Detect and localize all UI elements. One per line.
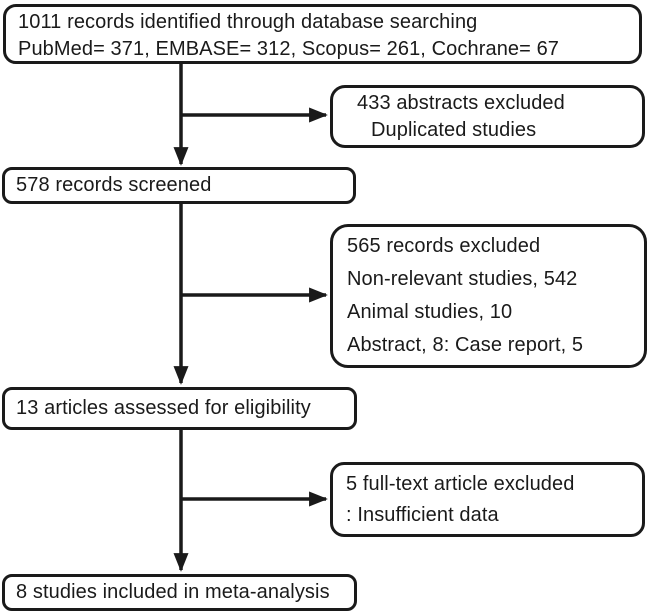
- box-records-identified: 1011 records identified through database…: [3, 4, 642, 64]
- non-relevant-studies-text: Non-relevant studies, 542: [347, 268, 578, 290]
- box-studies-included: 8 studies included in meta-analysis: [2, 574, 357, 611]
- fulltext-excluded-text: 5 full-text article excluded: [346, 473, 575, 495]
- articles-assessed-text: 13 articles assessed for eligibility: [16, 397, 311, 419]
- box-articles-assessed: 13 articles assessed for eligibility: [2, 387, 357, 430]
- box-fulltext-excluded: 5 full-text article excluded : Insuffici…: [330, 462, 645, 537]
- duplicated-studies-text: Duplicated studies: [371, 119, 537, 141]
- records-excluded-text: 565 records excluded: [347, 235, 541, 257]
- records-screened-text: 578 records screened: [16, 174, 212, 196]
- box-abstracts-excluded: 433 abstracts excluded Duplicated studie…: [330, 85, 645, 148]
- animal-studies-text: Animal studies, 10: [347, 301, 513, 323]
- insufficient-data-text: : Insufficient data: [346, 504, 499, 526]
- records-identified-text: 1011 records identified through database…: [18, 11, 478, 33]
- studies-included-text: 8 studies included in meta-analysis: [16, 581, 330, 603]
- box-records-excluded: 565 records excluded Non-relevant studie…: [330, 224, 647, 368]
- box-records-screened: 578 records screened: [2, 167, 356, 204]
- database-counts-text: PubMed= 371, EMBASE= 312, Scopus= 261, C…: [18, 38, 560, 60]
- abstracts-excluded-text: 433 abstracts excluded: [357, 92, 565, 114]
- abstract-case-report-text: Abstract, 8: Case report, 5: [347, 334, 584, 356]
